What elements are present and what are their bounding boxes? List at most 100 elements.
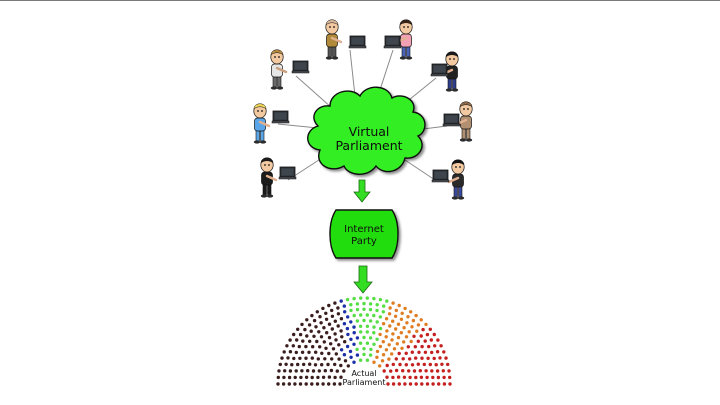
seat-dot [327,375,332,379]
seat-dot [424,369,428,373]
seat-dot [426,356,430,360]
seat-dot [362,335,366,340]
seat-dot [403,382,407,386]
seat-dot [292,332,296,337]
seat-dot [406,315,410,319]
user-goth-man [447,159,465,200]
seat-dot [310,356,314,360]
seat-dot [417,350,421,354]
seat-dot [336,324,340,328]
seat-dot [407,330,411,334]
seat-dot [381,322,386,326]
seat-dot [430,369,434,373]
seat-dot [307,350,311,354]
seat-dot [409,310,413,314]
seat-dot [338,382,342,386]
seat-dot [346,364,350,368]
seat-dot [375,308,379,313]
seat-dot [355,347,359,352]
seat-dot [342,353,347,357]
seat-dot [444,356,448,360]
seat-dot [318,315,322,319]
seat-dot [302,362,306,367]
seat-dot [419,334,423,338]
seat-dot [339,363,343,368]
parliament-label-line2: Parliament [343,378,386,387]
seat-dot [290,363,294,367]
seat-dot [333,319,337,323]
user-blond-man [270,49,288,90]
seat-dot [396,375,401,379]
seat-dot [412,369,417,373]
seat-dot [310,313,314,318]
top-border [0,0,720,1]
seat-dot [342,322,347,326]
seat-dot [317,330,321,334]
seat-dot [304,344,308,349]
seat-dot [323,357,327,361]
seat-dot [375,320,379,324]
seat-dot [365,296,369,300]
seat-dot [355,319,360,323]
seat-dot [355,353,360,357]
seat-dot [321,306,325,311]
seat-dot [337,357,341,361]
user-blonde-woman [253,103,271,144]
seat-dot [414,375,418,380]
seat-dot [303,327,307,332]
seat-dot [339,348,344,352]
seat-dot [442,382,447,386]
seat-dot [381,310,385,314]
seat-dot [415,329,419,333]
seat-dot [375,303,379,307]
seat-dot [368,319,373,323]
seat-dot [343,340,347,344]
seat-dot [288,369,293,373]
seat-dot [391,362,395,367]
seat-dot [293,382,297,386]
seat-dot [409,339,413,344]
seat-dot [348,349,353,354]
seat-dot [317,369,321,373]
seat-dot [414,313,418,318]
seat-dot [365,358,370,362]
seat-dot [432,332,436,337]
seat-dot [304,356,308,360]
seat-dot [400,346,404,350]
seat-dot [352,360,356,364]
laptop-icon [430,63,449,77]
seat-dot [314,350,318,354]
seat-dot [384,335,388,339]
seat-dot [428,362,432,367]
seat-dot [435,350,440,354]
internet-party-box: Internet Party [329,209,399,259]
seat-dot [441,369,445,373]
seat-dot [378,332,382,337]
seat-dot [414,382,418,386]
seat-dot [419,375,424,379]
seat-dot [282,350,286,354]
seat-dot [283,369,287,373]
seat-dot [447,369,451,373]
seat-dot [393,314,398,318]
seat-dot [362,307,366,311]
seat-dot [345,297,350,302]
seat-dot [389,369,393,373]
seat-dot [309,329,313,333]
seat-dot [372,313,376,318]
seat-dot [321,375,326,379]
seat-dot [397,351,401,356]
seat-dot [343,310,347,314]
seat-dot [337,343,341,347]
seat-dot [387,343,391,347]
seat-dot [432,356,436,361]
seat-dot [298,356,302,360]
laptop-icon [291,60,310,74]
seat-dot [378,326,383,331]
seat-dot [362,301,366,306]
seat-dot [323,369,327,373]
seat-dot [281,382,286,386]
seat-dot [355,336,360,340]
seat-dot [316,375,320,380]
cloud-label-line2: Parliament [335,138,402,153]
